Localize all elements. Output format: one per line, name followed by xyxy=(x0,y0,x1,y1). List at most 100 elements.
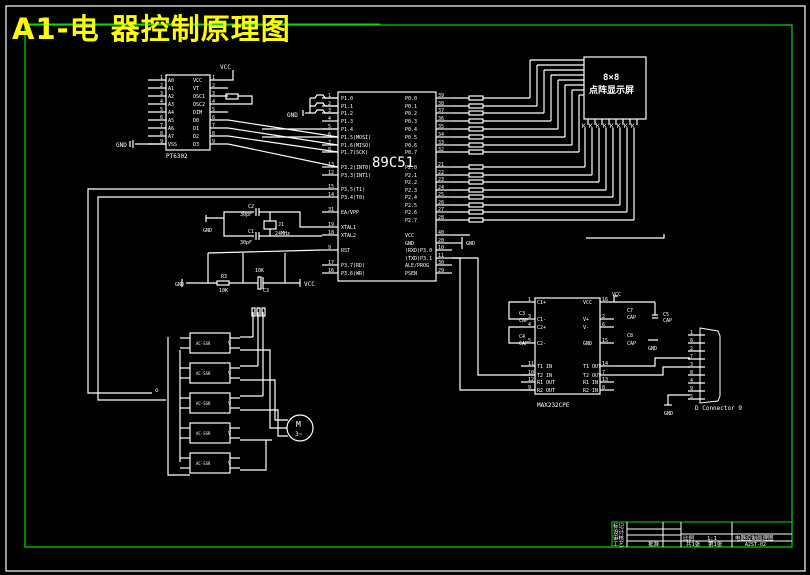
p0-resistor xyxy=(468,95,484,101)
max232-pin-name: R2 IN xyxy=(583,388,598,394)
vcc-wire xyxy=(613,295,618,302)
max232-pin-number: 1 xyxy=(528,297,531,303)
relay-label: AC-SSR xyxy=(196,371,211,376)
p2-resistor xyxy=(468,209,484,215)
p2-resistor xyxy=(468,164,484,170)
eeprom-pin-number: 3 xyxy=(160,91,163,97)
max232-pin-name: VCC xyxy=(583,300,592,306)
varistor-icon: V xyxy=(228,401,231,407)
max232-cap-label: C7 xyxy=(627,308,633,314)
varistor-icon: V xyxy=(228,341,231,347)
crystal-value: 24MHz xyxy=(275,231,290,237)
mcu-pin-number: 24 xyxy=(438,185,444,191)
eeprom-pin-number: 5 xyxy=(212,107,215,113)
connector-pin-number: 1 xyxy=(690,330,693,336)
mcu-pin-number: 36 xyxy=(438,116,444,122)
mcu-pin-name: P3.2(INT0) xyxy=(341,165,371,171)
mcu-pin-name: P0.1 xyxy=(405,104,417,110)
connector-pin-number: 8 xyxy=(690,370,693,376)
max232-pin-name: R1 OUT xyxy=(537,380,555,386)
mcu-pin-number: 9 xyxy=(328,245,331,251)
eeprom-pin-number: 3 xyxy=(212,91,215,97)
max232-pin-number: 15 xyxy=(602,338,608,344)
motor-label-phase: 3~ xyxy=(295,431,303,438)
relay-label: AC-SSR xyxy=(196,461,211,466)
max232-pin-name: R1 IN xyxy=(583,380,598,386)
connector-pin-number: 2 xyxy=(690,346,693,352)
chip-pt6302-label: PT6302 xyxy=(166,153,188,160)
reset-cap xyxy=(257,276,262,290)
max232-pin-name: V+ xyxy=(583,317,589,323)
mcu-pin-name: P3.5(T1) xyxy=(341,187,365,193)
crystal-label: J1 xyxy=(278,222,284,228)
p2-resistor xyxy=(468,217,484,223)
mcu-pin-name: P1.5(MOSI) xyxy=(341,135,371,141)
mcu-pin-name: PSEN xyxy=(405,271,417,277)
fuse xyxy=(256,307,261,317)
mcu-pin-number: 32 xyxy=(438,147,444,153)
max232-pin-number: 6 xyxy=(602,322,605,328)
mcu-pin-number: 34 xyxy=(438,132,444,138)
connector-pin-number: 6 xyxy=(690,338,693,344)
relay-ssr xyxy=(189,362,231,384)
connector-label: D Connector 9 xyxy=(695,405,742,412)
eeprom-pin-name: VCC xyxy=(193,78,202,84)
gnd-label: GND xyxy=(287,112,298,119)
mcu-pin-number: 10 xyxy=(438,245,444,251)
mcu-pin-name: P1.0 xyxy=(341,96,353,102)
mcu-pin-name: P1.7(SCK) xyxy=(341,150,368,156)
connector-pin-number: 7 xyxy=(690,354,693,360)
mcu-pin-number: 1 xyxy=(328,93,331,99)
max232-pin-name: T1 IN xyxy=(537,364,552,370)
max232-pin-number: 12 xyxy=(528,377,534,383)
mcu-pin-name: RST xyxy=(341,248,350,254)
eeprom-pin-name: OSC2 xyxy=(193,102,205,108)
mcu-pin-number: 23 xyxy=(438,177,444,183)
relay-ssr xyxy=(189,332,231,354)
display-line2: 点阵显示屏 xyxy=(589,84,634,96)
mcu-pin-name: P1.1 xyxy=(341,104,353,110)
mcu-pin-name: P1.3 xyxy=(341,119,353,125)
max232-cap-label: C5 xyxy=(663,312,669,318)
mcu-pin-name: P2.1 xyxy=(405,173,417,179)
max232-pin-number: 9 xyxy=(528,385,531,391)
transistor-icon: K xyxy=(589,123,593,130)
mcu-pin-name: P3.4(T0) xyxy=(341,195,365,201)
eeprom-pin-name: VT xyxy=(193,86,199,92)
max232-cap-value: CAP xyxy=(627,315,636,321)
max232-pin-name: R2 OUT xyxy=(537,388,555,394)
eeprom-pin-name: D2 xyxy=(193,134,199,140)
relay-label: AC-SSR xyxy=(196,341,211,346)
led-matrix-display xyxy=(583,56,647,120)
vcc-label: VCC xyxy=(304,281,315,288)
mcu-pin-name: (TXD)P3.1 xyxy=(405,256,432,262)
mcu-pin-number: 12 xyxy=(328,170,334,176)
mcu-pin-number: 26 xyxy=(438,200,444,206)
eeprom-data-wire xyxy=(227,135,339,153)
connector-gnd xyxy=(667,394,690,405)
eeprom-pin-number: 6 xyxy=(212,115,215,121)
max232-pin-name: C2- xyxy=(537,341,546,347)
mcu-pin-name: P2.0 xyxy=(405,165,417,171)
mcu-pin-number: 16 xyxy=(328,268,334,274)
transistor-icon: K xyxy=(624,123,628,130)
eeprom-pin-name: A0 xyxy=(168,78,174,84)
eeprom-pin-number: 6 xyxy=(160,115,163,121)
mcu-pin-number: 3 xyxy=(328,108,331,114)
relay-ssr xyxy=(189,422,231,444)
mcu-pin-number: 7 xyxy=(328,140,331,146)
tb-sheets-total: 共1张 xyxy=(686,540,701,548)
gnd-label: GND xyxy=(175,282,184,288)
eeprom-pin-number: 1 xyxy=(160,75,163,81)
push-button xyxy=(310,94,338,99)
max232-pin-number: 10 xyxy=(528,370,534,376)
tb-row-review: 审核 xyxy=(613,534,625,542)
c3-value: 10K xyxy=(255,268,264,274)
mcu-pin-name: P0.4 xyxy=(405,127,417,133)
p0-resistor xyxy=(468,126,484,132)
mcu-pin-name: P2.2 xyxy=(405,180,417,186)
c4-loop xyxy=(508,326,521,344)
mcu-pin-number: 38 xyxy=(438,101,444,107)
mcu-pin-number: 19 xyxy=(328,222,334,228)
mcu-pin-number: 13 xyxy=(328,162,334,168)
